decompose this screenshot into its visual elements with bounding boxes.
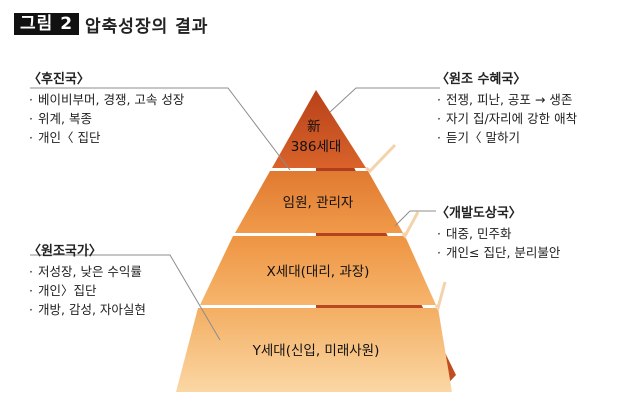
group-donor-country: 〈원조국가〉 ·저성장, 낮은 수익률 ·개인〉집단 ·개방, 감성, 자아실현 (28, 242, 146, 319)
tier-3-shape (200, 236, 436, 305)
list-item: ·대중, 민주화 (437, 226, 512, 241)
list-item: ·전쟁, 피난, 공포 → 생존 (437, 92, 573, 107)
side-separator (401, 211, 420, 239)
tier-4-label: Y세대(신입, 미래사원) (252, 343, 380, 359)
list-item: ·자기 집/자리에 강한 애착 (437, 111, 578, 126)
tier-top-label: 新 386세대 (291, 119, 342, 155)
list-item: ·위계, 복종 (29, 111, 92, 126)
group-title: 〈개발도상국〉 (436, 206, 522, 221)
group-items: ·전쟁, 피난, 공포 → 생존 ·자기 집/자리에 강한 애착 ·듣기〈 말하… (436, 90, 577, 147)
figure-header: 그림 2 압축성장의 결과 (14, 12, 209, 37)
list-item: ·개방, 감성, 자아실현 (29, 302, 146, 317)
group-items: ·대중, 민주화 ·개인≤ 집단, 분리불안 (436, 224, 560, 262)
group-developing-country: 〈후진국〉 ·베이비부머, 경쟁, 고속 성장 ·위계, 복종 ·개인〈 집단 (28, 70, 184, 147)
group-title: 〈원조 수혜국〉 (436, 72, 527, 87)
tier-2-shape (235, 171, 403, 233)
tier-2-label: 임원, 관리자 (283, 195, 354, 211)
connector-line-bottom-left (30, 254, 221, 341)
tier-top-line-1: 新 (307, 119, 321, 135)
list-item: ·베이비부머, 경쟁, 고속 성장 (29, 92, 185, 107)
group-title: 〈후진국〉 (28, 72, 90, 87)
side-separator (434, 281, 447, 312)
tier-top-line-2: 386세대 (291, 139, 342, 155)
side-separator (365, 143, 397, 173)
connector-line-top-left (30, 87, 291, 171)
list-item: ·개인〈 집단 (29, 130, 101, 145)
tier-3-label: X세대(대리, 과장) (267, 264, 370, 280)
figure-label: 그림 2 (14, 13, 80, 35)
group-title: 〈원조국가〉 (28, 244, 102, 259)
connector-line-mid-right (394, 210, 436, 227)
group-items: ·저성장, 낮은 수익률 ·개인〉집단 ·개방, 감성, 자아실현 (28, 262, 146, 319)
connector-line-top-right (329, 87, 440, 113)
list-item: ·듣기〈 말하기 (437, 130, 520, 145)
list-item: ·저성장, 낮은 수익률 (29, 264, 142, 279)
list-item: ·개인≤ 집단, 분리불안 (437, 245, 561, 260)
figure-title: 압축성장의 결과 (85, 16, 209, 37)
group-developing-nation: 〈개발도상국〉 ·대중, 민주화 ·개인≤ 집단, 분리불안 (436, 204, 560, 262)
group-aid-recipient: 〈원조 수혜국〉 ·전쟁, 피난, 공포 → 생존 ·자기 집/자리에 강한 애… (436, 70, 577, 147)
group-items: ·베이비부머, 경쟁, 고속 성장 ·위계, 복종 ·개인〈 집단 (28, 90, 184, 147)
tier-4-shape (176, 308, 452, 392)
list-item: ·개인〉집단 (29, 283, 97, 298)
tier-top-shape (272, 90, 366, 168)
